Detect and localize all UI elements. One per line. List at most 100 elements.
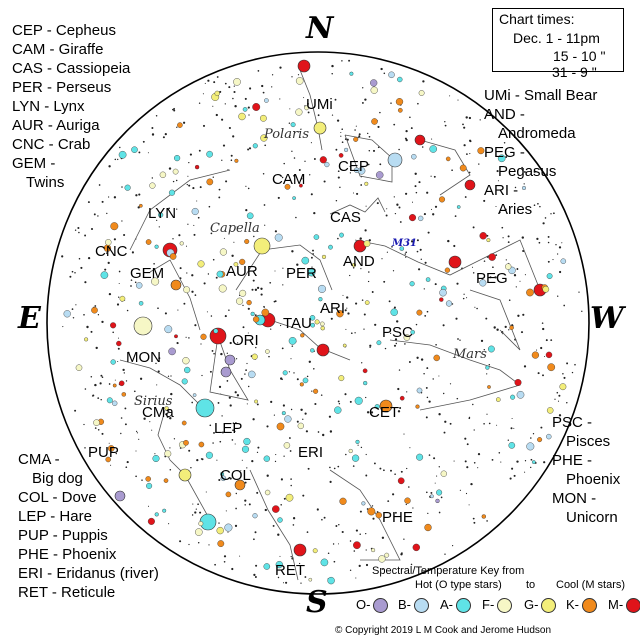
- star: [248, 370, 256, 379]
- faint-star: [256, 451, 259, 454]
- faint-star: [522, 249, 525, 253]
- bright-star-field: [63, 59, 567, 585]
- faint-star: [291, 250, 294, 253]
- faint-star: [398, 206, 401, 209]
- faint-star: [333, 560, 336, 563]
- faint-star: [80, 266, 83, 269]
- faint-star: [221, 431, 224, 434]
- faint-star: [117, 347, 120, 350]
- star: [328, 244, 333, 250]
- faint-star: [240, 470, 242, 472]
- faint-star: [204, 82, 206, 84]
- star: [220, 475, 227, 482]
- star: [285, 493, 294, 502]
- star: [174, 155, 181, 162]
- faint-star: [498, 452, 501, 454]
- star: [164, 406, 169, 411]
- star: [362, 368, 368, 374]
- star: [510, 394, 516, 400]
- star: [100, 271, 109, 279]
- star: [304, 105, 309, 111]
- faint-star: [554, 398, 556, 400]
- label-cas: CAS: [330, 209, 361, 226]
- faint-star: [251, 459, 254, 463]
- faint-star: [224, 82, 227, 85]
- star: [299, 382, 304, 387]
- faint-star: [188, 161, 190, 164]
- star: [252, 316, 260, 323]
- star: [435, 498, 440, 504]
- star: [547, 363, 556, 372]
- faint-star: [168, 167, 172, 170]
- faint-star: [360, 268, 362, 270]
- faint-star: [350, 332, 353, 335]
- faint-star: [191, 290, 194, 293]
- star: [537, 437, 543, 443]
- star: [225, 491, 232, 498]
- star: [184, 366, 191, 374]
- faint-star: [329, 430, 333, 433]
- faint-star: [218, 522, 220, 524]
- faint-star: [118, 282, 120, 285]
- faint-star: [236, 394, 240, 397]
- faint-star: [247, 385, 250, 388]
- faint-star: [433, 457, 436, 460]
- faint-star: [347, 312, 350, 315]
- faint-star: [558, 394, 561, 397]
- star: [408, 214, 417, 222]
- faint-star: [156, 384, 158, 386]
- faint-star: [90, 330, 93, 333]
- faint-star: [197, 503, 199, 506]
- faint-star: [101, 432, 104, 435]
- star: [418, 90, 425, 96]
- faint-star: [407, 486, 410, 488]
- faint-star: [327, 552, 330, 555]
- constellation-line: [249, 469, 299, 581]
- faint-star: [342, 294, 344, 296]
- star: [314, 319, 320, 325]
- faint-star: [169, 447, 171, 449]
- faint-star: [94, 427, 97, 429]
- faint-star: [433, 175, 436, 178]
- star: [404, 497, 411, 504]
- faint-star: [410, 127, 413, 130]
- faint-star: [188, 337, 190, 339]
- star: [375, 171, 384, 179]
- faint-star: [406, 467, 408, 470]
- faint-star: [338, 402, 341, 405]
- faint-star: [195, 508, 197, 510]
- faint-star: [113, 196, 117, 199]
- faint-star: [522, 313, 525, 316]
- faint-star: [62, 326, 64, 328]
- faint-star: [523, 170, 526, 173]
- star: [403, 334, 411, 341]
- faint-star: [219, 440, 222, 443]
- faint-star: [94, 305, 97, 307]
- star: [195, 528, 203, 536]
- faint-star: [253, 573, 256, 577]
- faint-star: [135, 450, 137, 452]
- faint-star: [416, 356, 419, 359]
- faint-star: [61, 255, 64, 258]
- faint-star: [202, 93, 204, 95]
- legend-bottom-left-line: ERI - Eridanus (river): [18, 565, 159, 582]
- faint-star: [435, 343, 437, 346]
- faint-star: [224, 315, 227, 318]
- faint-star: [313, 158, 316, 160]
- star: [260, 134, 268, 142]
- faint-star: [282, 404, 286, 407]
- faint-star: [209, 424, 212, 427]
- star: [302, 377, 309, 384]
- faint-star: [302, 418, 304, 420]
- faint-star: [397, 387, 400, 391]
- faint-star: [335, 148, 338, 151]
- faint-star: [394, 511, 397, 514]
- faint-star: [486, 520, 488, 522]
- faint-star: [188, 184, 191, 187]
- faint-star: [555, 244, 557, 246]
- faint-star: [425, 416, 428, 419]
- faint-star: [273, 414, 275, 416]
- faint-star: [329, 311, 331, 314]
- faint-star: [216, 76, 219, 78]
- faint-star: [188, 543, 190, 546]
